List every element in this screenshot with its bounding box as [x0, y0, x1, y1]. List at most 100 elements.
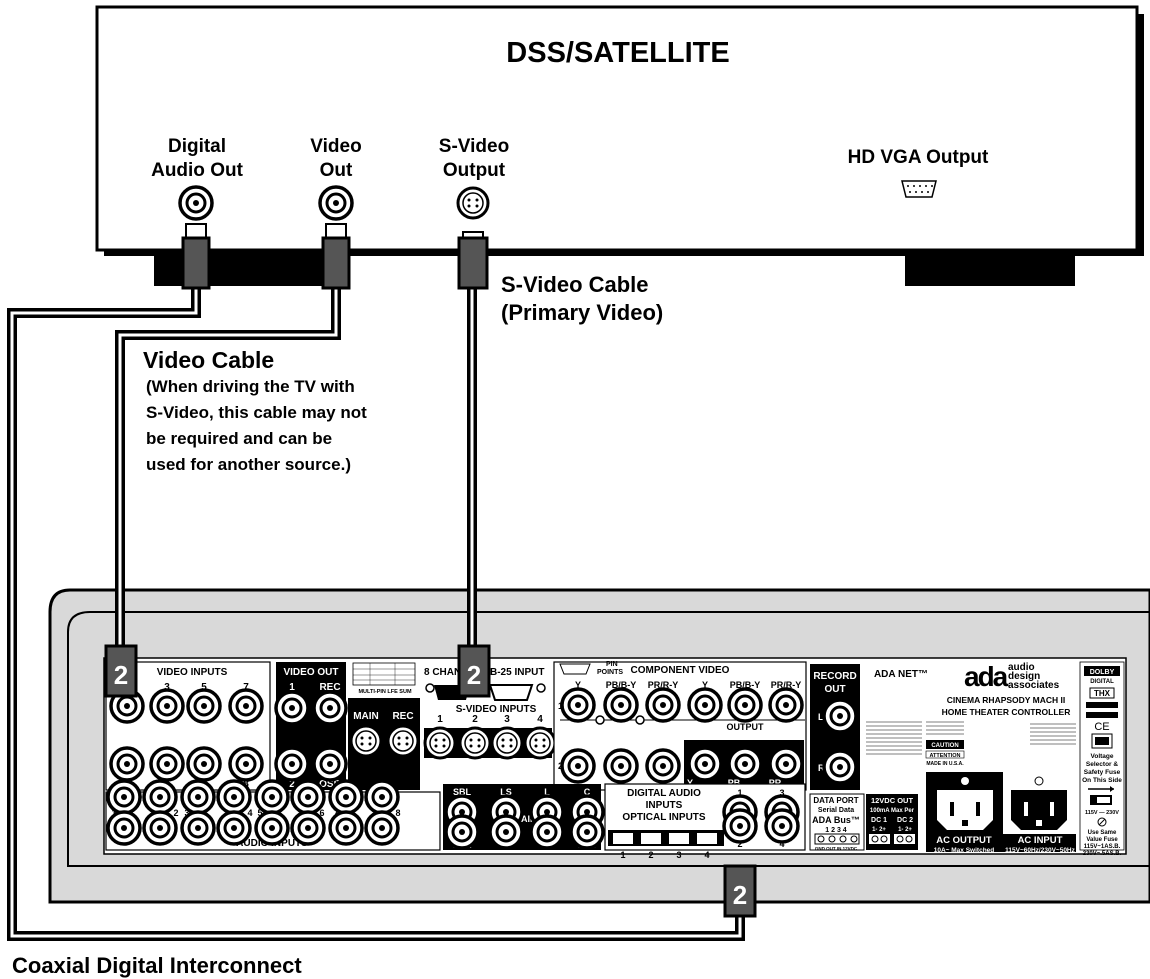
bus-pins: GND OUT IN 12VDC — [815, 846, 858, 851]
output-label: PB — [728, 778, 741, 788]
coax-cable-label: Coaxial Digital Interconnect — [12, 953, 302, 978]
spec-table: MULTI-PIN LFE SUM — [352, 662, 416, 695]
component-jack — [687, 687, 723, 723]
audio-input-jack — [290, 779, 326, 815]
svideo-input-number: 1 — [437, 714, 443, 725]
audio-input-jack — [254, 779, 290, 815]
audio-input-number: 3 — [184, 808, 189, 818]
video-input-jack — [109, 746, 145, 782]
component-video-label: COMPONENT VIDEO — [631, 665, 730, 676]
surround-jack — [569, 814, 605, 850]
optical-number: 4 — [704, 850, 709, 860]
satellite-box — [95, 5, 1139, 252]
thx-logo: THX — [1094, 689, 1111, 698]
record-r-label: R — [818, 763, 825, 773]
pin-points-label: PIN — [606, 661, 618, 668]
ac-output-sub: 10A~ Max Switched — [934, 847, 995, 854]
ac-output-label: AC OUTPUT — [936, 835, 992, 846]
coax-digital-cable-core — [10, 284, 742, 938]
video-out-1-label: 1 — [289, 682, 295, 693]
surround-main-label: MAIN — [514, 814, 537, 824]
ce-mark: CE — [1094, 721, 1109, 733]
satellite-title: DSS/SATELLITE — [506, 37, 729, 69]
record-out-jack — [822, 749, 858, 785]
dc1-label: DC 1 — [871, 817, 887, 824]
component-jack — [603, 748, 639, 784]
optical-number: 2 — [648, 850, 653, 860]
audio-input-jack — [328, 779, 364, 815]
ac-section: AC OUTPUT 10A~ Max Switched AC INPUT 115… — [926, 772, 1076, 854]
dc2-polarity: 1- 2+ — [898, 827, 912, 833]
audio-input-number: 4 — [247, 808, 252, 818]
component-jack — [768, 687, 804, 723]
dc-out-label: 12VDC OUT — [871, 796, 914, 805]
video-input-jack — [228, 746, 264, 782]
voltage-note: Voltage — [1091, 753, 1114, 760]
rec-svideo-jack — [386, 724, 420, 758]
dc1-polarity: 1- 2+ — [872, 827, 886, 833]
video-input-jack — [149, 746, 185, 782]
optical-jacks — [608, 830, 724, 846]
db25-input-label: B-25 INPUT — [490, 667, 544, 678]
video-cable-note: used for another source.) — [146, 455, 351, 474]
cables — [7, 284, 745, 941]
cable-labels: S-Video Cable (Primary Video) Video Cabl… — [12, 272, 663, 978]
video-input-number: 3 — [164, 682, 170, 693]
component-jack — [727, 687, 763, 723]
voltage-note: On This Side — [1082, 777, 1122, 784]
video-cable-note: (When driving the TV with — [146, 377, 355, 396]
digital-audio-out-label-2: Audio Out — [151, 160, 243, 181]
component-jack — [603, 687, 639, 723]
ada-net-label: ADA NET™ — [874, 669, 928, 680]
video-input-jack — [186, 746, 222, 782]
dc-out-sub: 100mA Max Per — [870, 808, 915, 814]
audio-input-jack — [142, 779, 178, 815]
caution-label: CAUTION — [931, 743, 958, 749]
svideo-input-jack — [423, 726, 457, 760]
chassis-inner — [67, 611, 1150, 867]
connector-badge: 2 — [467, 660, 481, 690]
video-out-jack — [312, 746, 348, 782]
surround-jack — [529, 814, 565, 850]
s-video-cable-label: S-Video Cable — [501, 272, 649, 297]
video-cable-note: S-Video, this cable may not — [146, 403, 367, 422]
video-out-label-2: Out — [320, 160, 353, 181]
cable-plugs — [181, 223, 489, 290]
record-out-label-2: OUT — [824, 684, 845, 695]
main-label: MAIN — [353, 711, 379, 722]
s-video-output-jack — [456, 186, 490, 220]
video-out-rec-label: REC — [319, 682, 340, 693]
video-out-label: VIDEO OUT — [283, 667, 338, 678]
attention-label: ATTENTION — [929, 753, 960, 759]
cert-column: DOLBY DIGITAL THX CE Voltage Selector & … — [1079, 661, 1125, 857]
video-out-jack — [274, 690, 310, 726]
video-input-jack — [149, 688, 185, 724]
coax-digital-jack — [764, 808, 800, 844]
audio-input-number: 6 — [319, 808, 324, 818]
voltage-note: Safety Fuse — [1084, 769, 1121, 776]
coax-digital-jack — [722, 808, 758, 844]
controller-plugs: 2 2 2 — [104, 644, 757, 918]
coax-number: 1 — [737, 788, 742, 798]
s-video-output-label: S-Video — [439, 136, 509, 157]
data-port-sub: Serial Data — [818, 807, 854, 814]
video-out-section: VIDEO OUT 1 REC 2 OSD — [274, 662, 348, 790]
record-out-label: RECORD — [813, 671, 856, 682]
dc2-label: DC 2 — [897, 817, 913, 824]
digital-audio-out-jack — [178, 185, 214, 221]
fuse-note: 115V~1AS.B. — [1084, 844, 1121, 850]
ac-input-sub: 115V~60Hz/230V~50Hz — [1005, 847, 1075, 854]
ac-input-label: AC INPUT — [1018, 835, 1063, 846]
component-jack — [560, 748, 596, 784]
pin-points-label-2: POINTS — [597, 669, 623, 676]
ada-bus-label: ADA Bus™ — [812, 815, 860, 825]
fuse-note: Use Same — [1088, 830, 1117, 836]
svideo-input-number: 2 — [472, 714, 478, 725]
satellite-foot-right — [905, 252, 1075, 286]
audio-input-jack — [106, 779, 142, 815]
voltage-note: Selector & — [1086, 761, 1118, 768]
s-video-cable-sub: (Primary Video) — [501, 300, 663, 325]
component-label: PB/B-Y — [606, 680, 637, 690]
audio-input-jack — [290, 810, 326, 846]
video-cable-core — [118, 284, 338, 650]
